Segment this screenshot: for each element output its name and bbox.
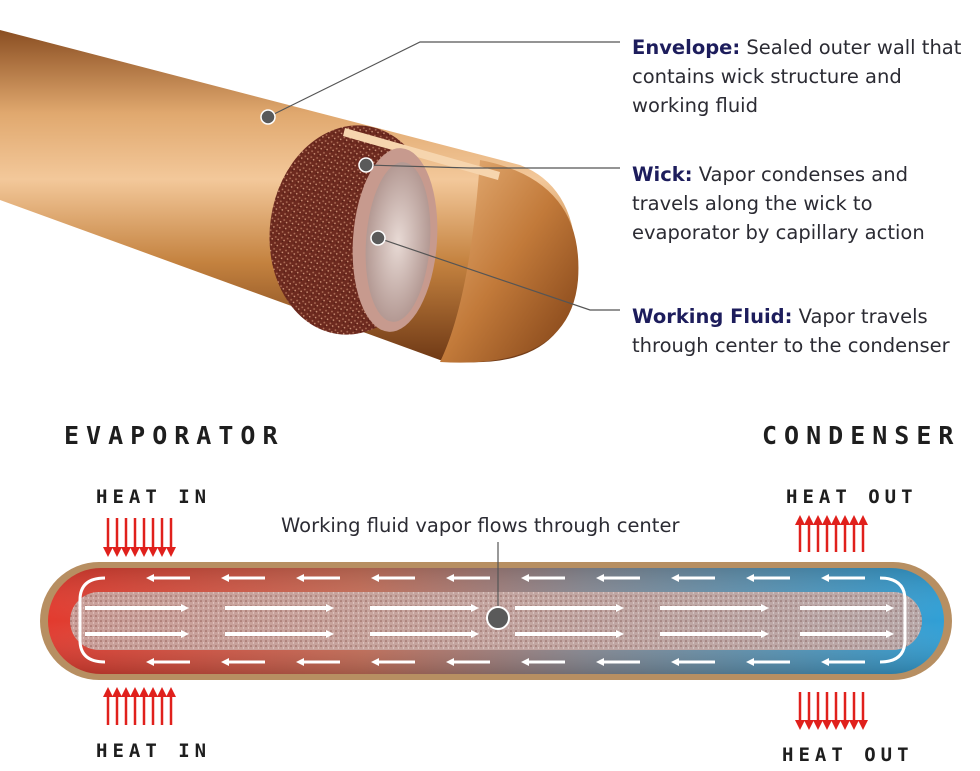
wick-label: Wick: Vapor condenses and travels along … — [632, 160, 977, 247]
vapor-core — [365, 162, 431, 322]
condenser-heading: CONDENSER — [762, 421, 961, 450]
wick-desc-3: evaporator by capillary action — [632, 221, 925, 244]
wick-desc-2: travels along the wick to — [632, 192, 873, 215]
envelope-callout-dot — [260, 109, 276, 125]
envelope-cut-edge — [343, 128, 500, 180]
envelope-desc-2: contains wick structure and — [632, 65, 902, 88]
envelope-desc-3: working fluid — [632, 94, 758, 117]
right-loop-arrow — [879, 576, 907, 664]
heat-out-bottom-label: HEAT OUT — [782, 744, 914, 766]
callouts — [260, 41, 620, 311]
heat-in-arrows-bottom — [103, 687, 176, 725]
envelope-leader-line — [267, 41, 620, 118]
heat-out-top-label: HEAT OUT — [786, 486, 918, 508]
working-fluid-callout-dot — [370, 230, 386, 246]
vapor-flow-arrows — [85, 604, 894, 638]
cutaway-pipe — [0, 30, 579, 363]
flow-pipe — [40, 542, 952, 680]
left-loop-arrow — [78, 576, 106, 664]
evaporator-heading: EVAPORATOR — [64, 421, 285, 450]
working-fluid-desc-2: through center to the condenser — [632, 334, 950, 357]
center-flow-note: Working fluid vapor flows through center — [281, 514, 680, 537]
center-callout-dot — [486, 606, 510, 630]
working-fluid-leader-line — [377, 237, 620, 311]
heat-out-arrows-top — [795, 515, 868, 552]
heat-in-bottom-label: HEAT IN — [96, 740, 212, 762]
pipe-end-cap — [440, 160, 579, 363]
envelope-desc-1: Sealed outer wall that — [740, 36, 962, 59]
wick-callout-dot — [358, 157, 374, 173]
working-fluid-desc-1: Vapor travels — [792, 305, 928, 328]
envelope-label: Envelope: Sealed outer wall that contain… — [632, 33, 977, 120]
heat-out-arrows-bottom — [795, 692, 868, 730]
wick-leader-line — [365, 164, 620, 169]
wick-term: Wick: — [632, 163, 693, 186]
heat-in-top-label: HEAT IN — [96, 486, 212, 508]
heat-in-arrows-top — [103, 518, 176, 557]
working-fluid-term: Working Fluid: — [632, 305, 793, 328]
wick-desc-1: Vapor condenses and — [692, 163, 908, 186]
envelope-term: Envelope: — [632, 36, 741, 59]
working-fluid-label: Working Fluid: Vapor travels through cen… — [632, 302, 977, 360]
